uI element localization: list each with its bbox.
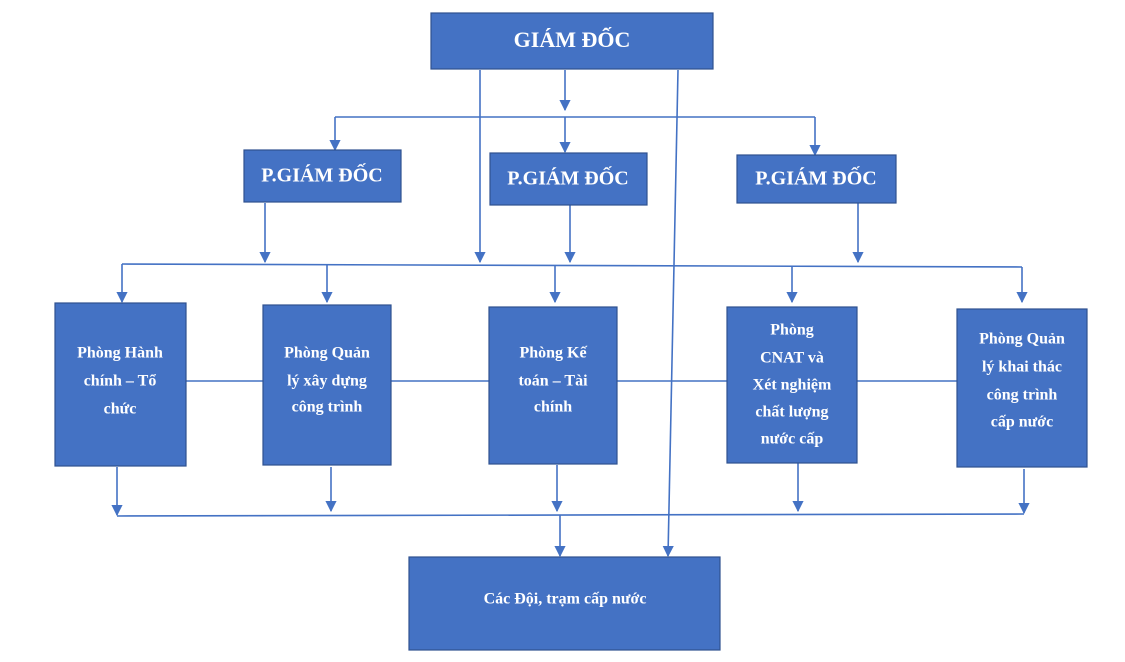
- department-line: chính – Tổ: [84, 373, 157, 390]
- department-line: công trình: [292, 399, 363, 416]
- department-construction-box: Phòng Quản lý xây dựng công trình: [262, 304, 392, 466]
- department-line: Phòng: [770, 322, 814, 339]
- department-line: chức: [104, 401, 137, 418]
- deputy-director-label: P.GIÁM ĐỐC: [755, 166, 876, 190]
- department-line: nước cấp: [761, 431, 824, 448]
- department-line: lý xây dựng: [287, 373, 367, 390]
- department-line: Phòng Quản: [284, 345, 370, 362]
- department-line: chất lượng: [755, 404, 828, 421]
- department-line: Xét nghiệm: [753, 377, 832, 394]
- director-label: GIÁM ĐỐC: [514, 27, 631, 52]
- department-line: toán – Tài: [518, 373, 588, 390]
- department-line: lý khai thác: [982, 359, 1062, 376]
- connector-line: [116, 513, 1025, 517]
- department-line: cấp nước: [991, 414, 1053, 431]
- deputy-director-box: P.GIÁM ĐỐC: [736, 154, 897, 204]
- teams-label: Các Đội, trạm cấp nước: [484, 591, 647, 608]
- department-line: Phòng Quản: [979, 331, 1065, 348]
- department-line: Phòng Hành: [77, 345, 163, 362]
- department-testing-box: Phòng CNAT và Xét nghiệm chất lượng nước…: [726, 306, 858, 464]
- deputy-director-label: P.GIÁM ĐỐC: [507, 166, 628, 190]
- department-admin-box: Phòng Hành chính – Tổ chức: [54, 302, 187, 467]
- department-finance-box: Phòng Kế toán – Tài chính: [488, 306, 618, 465]
- department-operation-box: Phòng Quản lý khai thác công trình cấp n…: [956, 308, 1088, 468]
- deputy-director-box: P.GIÁM ĐỐC: [489, 152, 648, 206]
- department-line: Phòng Kế: [519, 345, 587, 362]
- department-line: công trình: [987, 387, 1058, 404]
- deputy-director-label: P.GIÁM ĐỐC: [261, 163, 382, 187]
- teams-box: Các Đội, trạm cấp nước: [408, 556, 721, 651]
- department-line: CNAT và: [760, 350, 824, 367]
- connector-line: [662, 69, 679, 558]
- connectors: [111, 69, 1030, 558]
- director-box: GIÁM ĐỐC: [430, 12, 714, 70]
- connector-line: [121, 263, 1023, 268]
- deputy-director-box: P.GIÁM ĐỐC: [243, 149, 402, 203]
- department-line: chính: [534, 399, 572, 416]
